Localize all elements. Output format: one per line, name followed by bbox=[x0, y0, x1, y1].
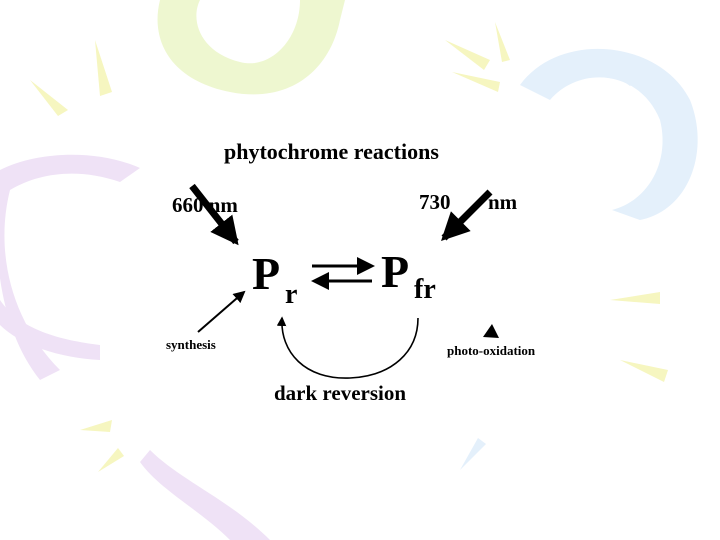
dark-reversion-label: dark reversion bbox=[274, 383, 406, 404]
photo-oxidation-arrowhead bbox=[483, 324, 499, 338]
synthesis-label: synthesis bbox=[166, 338, 216, 351]
wavelength-730-unit: nm bbox=[488, 192, 517, 213]
dark-reversion-arrow bbox=[282, 318, 418, 378]
wavelength-730-value: 730 bbox=[419, 192, 451, 213]
diagram-title: phytochrome reactions bbox=[224, 141, 439, 163]
pfr-subscript: fr bbox=[414, 276, 436, 304]
light-730-arrow bbox=[444, 192, 490, 238]
pfr-symbol: P bbox=[381, 249, 409, 295]
synthesis-arrow bbox=[198, 292, 244, 332]
wavelength-660-label: 660 nm bbox=[172, 195, 238, 216]
pr-symbol: P bbox=[252, 251, 280, 297]
photo-oxidation-label: photo-oxidation bbox=[447, 344, 535, 357]
pr-subscript: r bbox=[285, 281, 297, 309]
